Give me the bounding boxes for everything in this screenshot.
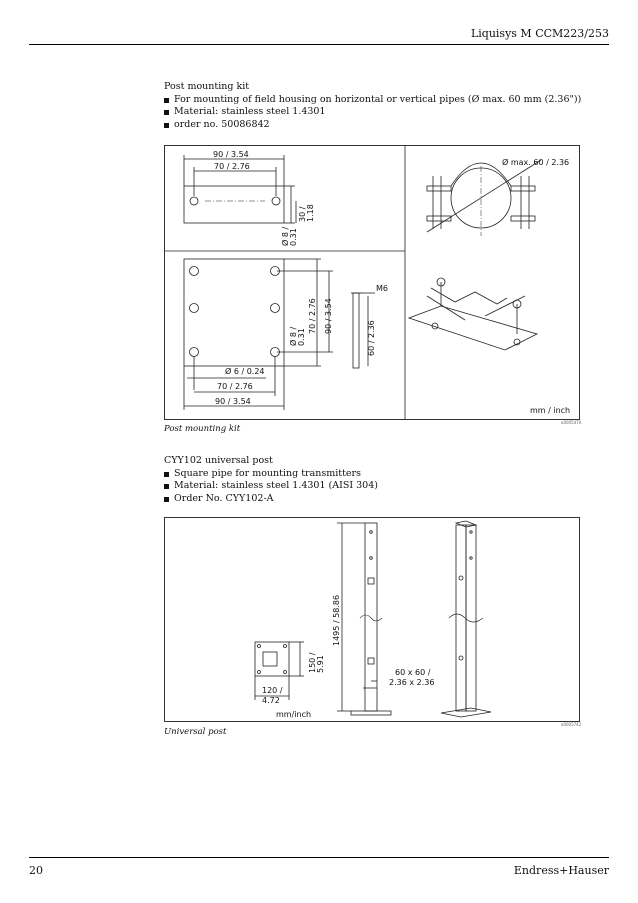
list-item: Order No. CYY102-A (164, 493, 378, 506)
dim-label: 70 / 2.76 (308, 298, 317, 334)
base-plate-top-view (254, 641, 290, 677)
list-item: For mounting of field housing on horizon… (164, 94, 581, 107)
footer-brand: Endress+Hauser (513, 864, 609, 877)
units-label: mm / inch (530, 406, 570, 415)
dim-label: Ø 8 / (280, 227, 290, 246)
figure-universal-post: 150 / 5.91 120 / 4.72 1495 / 58.86 60 x … (164, 517, 580, 722)
list-item: Material: stainless steel 1.4301 (AISI 3… (164, 480, 378, 493)
mounting-kit-drawing: 90 / 3.54 70 / 2.76 30 / 1.18 Ø 8 / 0.31… (165, 146, 570, 419)
units-label: mm/inch (276, 710, 311, 719)
post-iso-front (455, 524, 467, 712)
dim-label: 90 / 3.54 (215, 397, 251, 406)
dim-label: 150 / (308, 652, 317, 673)
dim-label: 70 / 2.76 (217, 382, 253, 391)
list-item: Material: stainless steel 1.4301 (164, 106, 581, 119)
clamp-strap (450, 162, 512, 187)
hole (189, 196, 199, 206)
figure-code: a0005742 (561, 722, 582, 727)
bullet-list: For mounting of field housing on horizon… (164, 94, 581, 132)
dim-label: 0.31 (297, 328, 306, 346)
list-item: order no. 50086842 (164, 119, 581, 132)
footer-rule (29, 857, 609, 858)
header-title: Liquisys M CCM223/253 (470, 27, 609, 40)
section-title: CYY102 universal post (164, 455, 273, 466)
universal-post-drawing: 150 / 5.91 120 / 4.72 1495 / 58.86 60 x … (254, 520, 492, 719)
figure-code: a0005470 (561, 420, 582, 425)
dim-label: 5.91 (316, 655, 325, 673)
post-side-view (364, 522, 378, 712)
dim-label: 1495 / 58.86 (332, 595, 341, 646)
bracket-plate-square (183, 258, 285, 367)
clamp-iso (430, 287, 508, 305)
list-item: Square pipe for mounting transmitters (164, 468, 378, 481)
bullet-list: Square pipe for mounting transmitters Ma… (164, 468, 378, 506)
dim-label: Ø 6 / 0.24 (225, 366, 265, 376)
dim-label: 1.18 (306, 204, 315, 222)
dim-label: M6 (376, 284, 388, 293)
base-plate-iso (407, 305, 539, 351)
dim-label: 0.31 (289, 228, 298, 246)
dim-label: 30 / (298, 206, 307, 222)
dim-label: Ø 8 / (288, 327, 298, 346)
dim-label: Ø max. 60 / 2.36 (502, 157, 569, 167)
dim-label: 120 / (262, 686, 283, 695)
dim-label: 70 / 2.76 (214, 162, 250, 171)
section-universal-post: CYY102 universal post Square pipe for mo… (164, 455, 378, 505)
dim-label: 2.36 x 2.36 (389, 678, 434, 687)
section-post-mounting-kit: Post mounting kit For mounting of field … (164, 81, 581, 131)
figure-caption: Universal post (164, 727, 227, 737)
dim-label: 60 x 60 / (395, 668, 431, 677)
threaded-rod (352, 292, 360, 369)
dim-label: 90 / 3.54 (213, 150, 249, 159)
hole (271, 196, 281, 206)
figure-post-mounting-kit: 90 / 3.54 70 / 2.76 30 / 1.18 Ø 8 / 0.31… (164, 145, 580, 420)
base-plate-iso (440, 707, 492, 718)
dim-label: 60 / 2.36 (367, 320, 376, 356)
section-title: Post mounting kit (164, 81, 250, 92)
figure-caption: Post mounting kit (164, 424, 241, 434)
bracket-plate-top (183, 185, 285, 224)
header-rule (29, 44, 609, 45)
dim-label: 4.72 (262, 696, 280, 705)
post-iso-side (465, 524, 477, 712)
dim-label: 90 / 3.54 (324, 298, 333, 334)
page-number: 20 (29, 864, 43, 877)
